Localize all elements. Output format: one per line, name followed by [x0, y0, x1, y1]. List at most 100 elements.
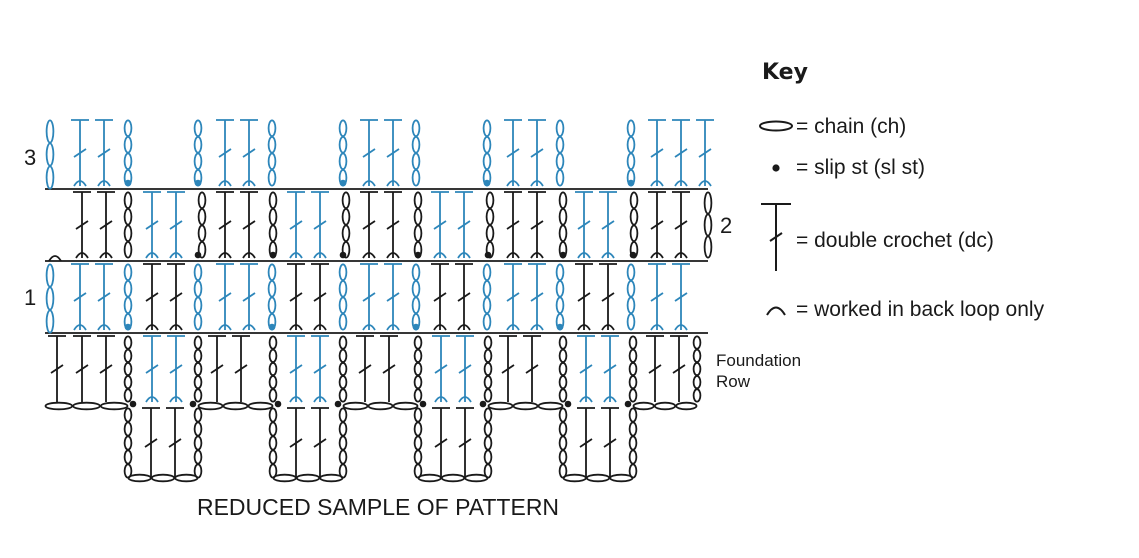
chain-stitch: [626, 296, 636, 314]
chain-stitch: [338, 361, 348, 377]
chain-stitch: [482, 152, 492, 170]
back-loop-arc: [48, 255, 62, 262]
key-item-chain: = chain (ch): [759, 115, 906, 138]
double-crochet-slash: [577, 220, 591, 230]
chain-stitch: [338, 279, 348, 298]
chain-stitch: [692, 375, 702, 390]
back-loop-arc: [577, 252, 591, 259]
double-crochet-slash: [577, 292, 591, 302]
back-loop-arc: [73, 180, 87, 187]
double-crochet-slash: [458, 438, 472, 448]
chain-stitch: [123, 135, 133, 154]
back-loop-arc: [218, 180, 232, 187]
back-loop-arc: [433, 324, 447, 331]
double-crochet-slash: [579, 364, 593, 374]
chain-stitch: [267, 119, 277, 138]
back-loop-arc: [603, 396, 617, 403]
double-crochet-slash: [386, 148, 400, 158]
chain-stitch: [483, 388, 493, 403]
chain-stitch: [562, 473, 587, 483]
chain-stitch: [341, 224, 351, 242]
double-crochet-slash: [603, 438, 617, 448]
chain-stitch: [174, 473, 199, 483]
back-loop-arc: [674, 180, 688, 187]
slip-stitch-dot: [559, 251, 567, 259]
chain-stitch: [45, 286, 55, 311]
double-crochet-slash: [145, 220, 159, 230]
chain-stitch: [555, 296, 565, 314]
back-loop-arc: [289, 396, 303, 403]
chain-stitch: [411, 135, 421, 154]
chain-stitch: [338, 135, 348, 154]
back-loop-arc: [145, 396, 159, 403]
chain-stitch: [267, 135, 277, 154]
slip-stitch-dot: [484, 251, 492, 259]
back-loop-arc: [99, 252, 113, 259]
double-crochet-slash: [650, 148, 664, 158]
chain-stitch: [555, 263, 565, 281]
chain-stitch: [413, 388, 423, 403]
slip-stitch-dot: [564, 400, 572, 408]
chain-stitch: [338, 375, 348, 390]
chain-stitch: [628, 388, 638, 403]
chain-stitch: [628, 421, 638, 437]
chain-stitch: [483, 335, 493, 350]
chain-stitch: [338, 388, 348, 403]
chain-stitch: [558, 388, 568, 403]
chain-stitch: [123, 240, 133, 259]
double-crochet-slash: [434, 438, 448, 448]
chain-stitch: [341, 191, 351, 209]
slip-stitch-dot: [412, 323, 420, 331]
key-panel: Key = chain (ch) = slip st (sl st) = dou…: [759, 60, 1045, 321]
chain-stitch: [341, 207, 351, 226]
chain-stitch: [555, 168, 565, 187]
chain-stitch: [483, 435, 493, 451]
chain-stitch: [558, 335, 568, 350]
double-crochet-slash: [362, 148, 376, 158]
chain-stitch: [609, 473, 634, 483]
chain-stitch: [123, 335, 133, 350]
chain-stitch: [267, 168, 277, 187]
double-crochet-slash: [501, 364, 515, 374]
chain-stitch: [338, 421, 348, 437]
key-item-back-loop: = worked in back loop only: [766, 298, 1045, 321]
chain-stitch: [483, 407, 493, 423]
chain-stitch: [193, 119, 203, 138]
back-loop-arc: [73, 324, 87, 331]
chain-stitch: [629, 191, 639, 209]
back-loop-arc: [577, 324, 591, 331]
double-crochet-slash: [73, 148, 87, 158]
double-crochet-slash: [530, 148, 544, 158]
chain-stitch: [413, 335, 423, 350]
chain-stitch: [127, 473, 152, 483]
chain-stitch: [482, 119, 492, 138]
back-loop-arc: [386, 180, 400, 187]
back-loop-arc: [242, 324, 256, 331]
double-crochet-slash: [313, 292, 327, 302]
double-crochet-slash: [362, 220, 376, 230]
double-crochet-slash: [530, 292, 544, 302]
double-crochet-slash: [433, 292, 447, 302]
back-loop-arc: [169, 324, 183, 331]
slip-stitch-dot: [483, 179, 491, 187]
chain-stitch: [411, 263, 421, 281]
back-loop-arc: [362, 252, 376, 259]
chain-stitch: [123, 296, 133, 314]
chain-stitch: [413, 407, 423, 423]
double-crochet-slash: [603, 364, 617, 374]
chain-stitch: [413, 361, 423, 377]
chain-stitch: [413, 348, 423, 363]
chain-stitch: [558, 375, 568, 390]
chain-stitch: [247, 401, 274, 411]
chain-stitch: [558, 207, 568, 226]
chain-stitch: [537, 401, 564, 411]
double-crochet-slash: [506, 220, 520, 230]
chain-stitch: [123, 449, 133, 465]
chain-stitch: [268, 335, 278, 350]
double-crochet-slash: [601, 220, 615, 230]
back-loop-arc: [650, 180, 664, 187]
double-crochet-slash: [579, 438, 593, 448]
chain-stitch: [512, 401, 539, 411]
chain-stitch: [45, 142, 55, 167]
back-loop-arc: [145, 324, 159, 331]
